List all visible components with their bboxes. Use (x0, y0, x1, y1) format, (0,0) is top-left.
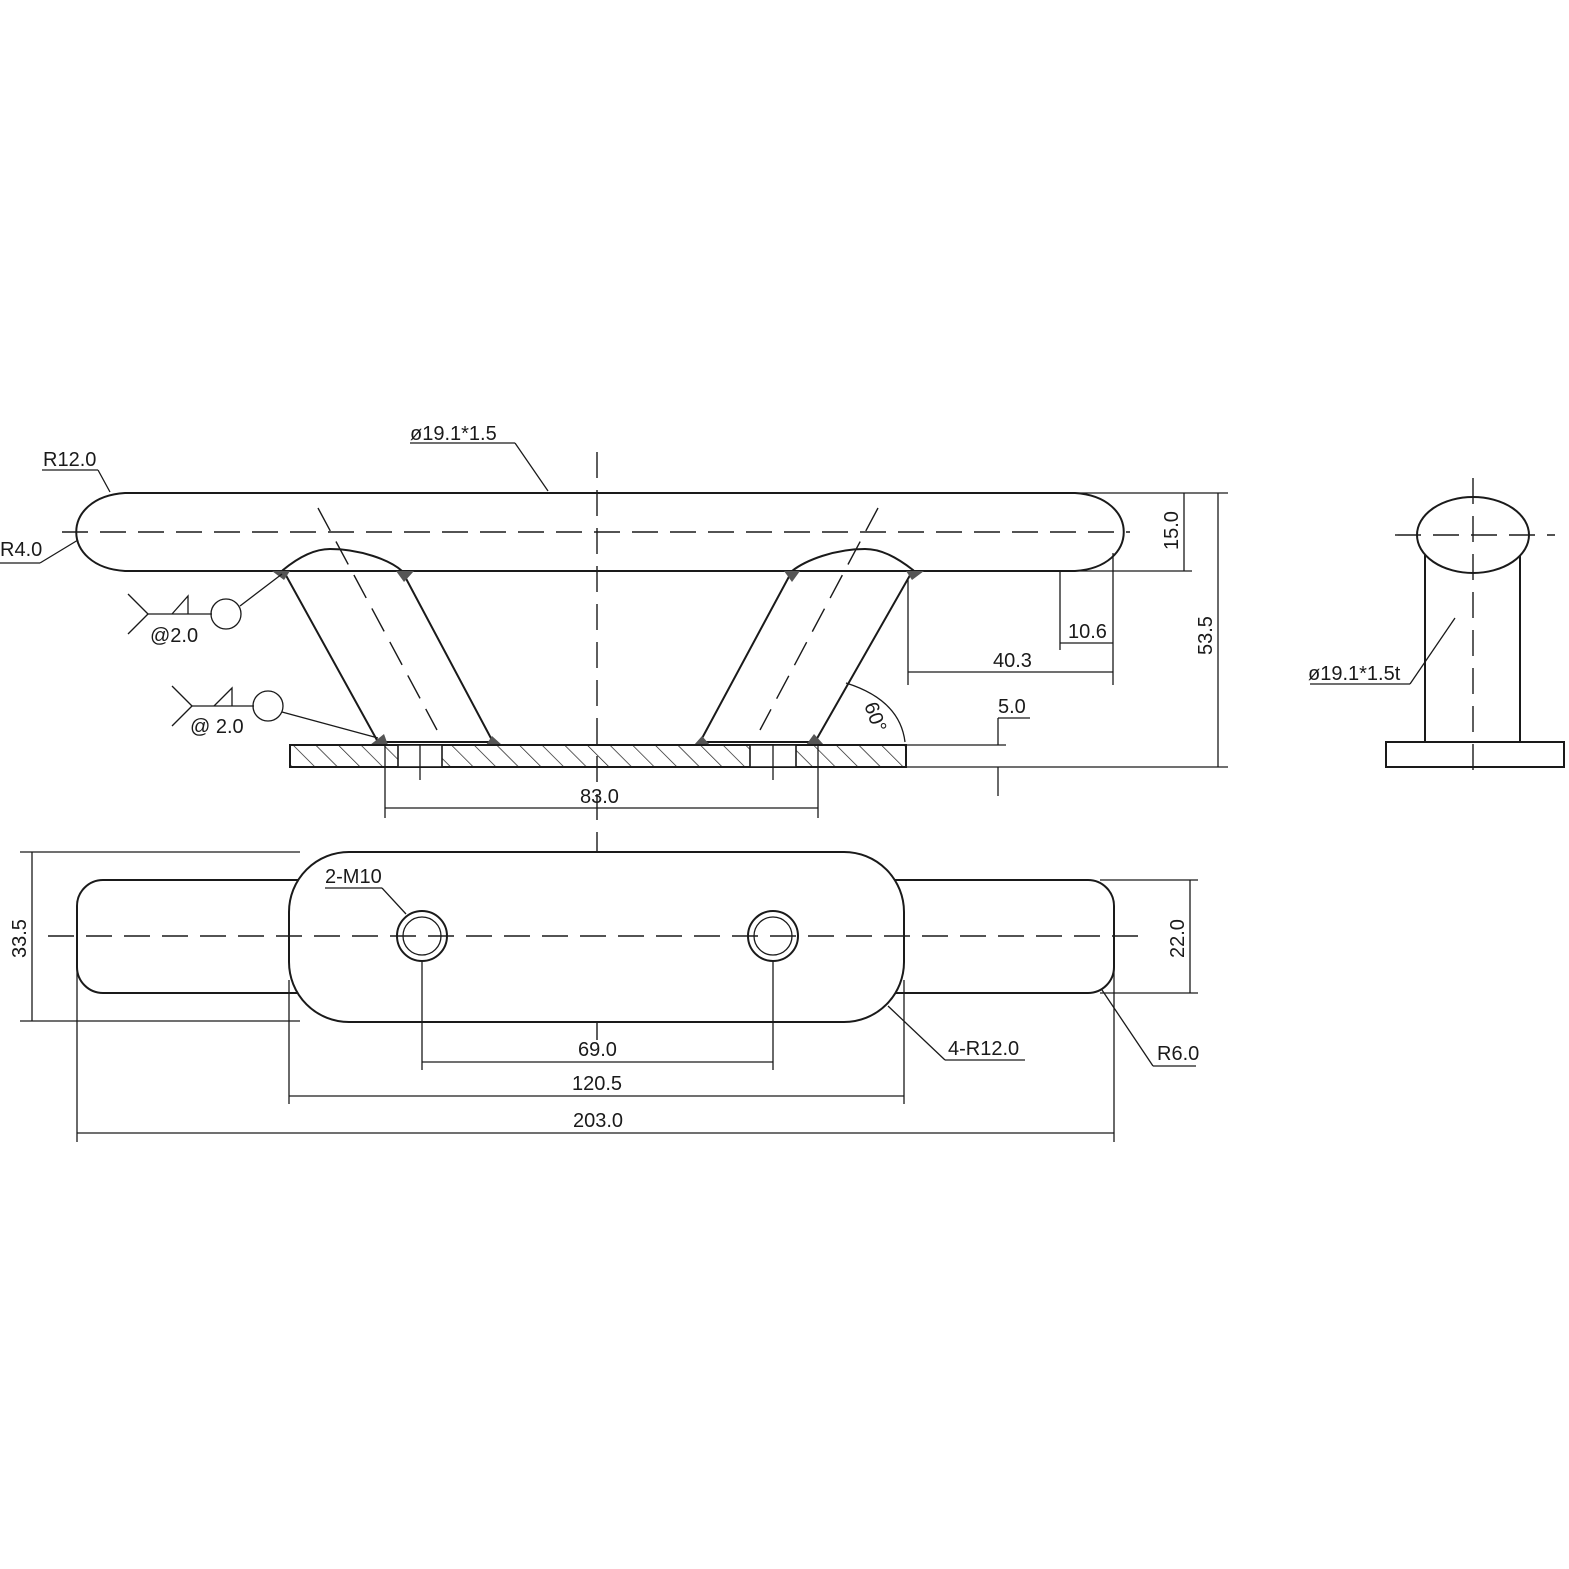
right-leg (698, 547, 915, 743)
base-plate-top (288, 851, 905, 1023)
label-dim-5: 5.0 (998, 696, 1026, 718)
base-plate-section (289, 744, 907, 768)
leader-corner-r (887, 1005, 946, 1061)
label-dim-83: 83.0 (580, 786, 619, 808)
label-corner-r: 4-R12.0 (948, 1038, 1019, 1060)
label-dim-22: 22.0 (1167, 919, 1189, 958)
label-dim-203: 203.0 (573, 1110, 623, 1132)
leader-tube-spec-arrow (514, 442, 549, 492)
weld-fillet-4 (906, 571, 924, 580)
side-view: ø19.1*1.5t (1308, 478, 1565, 782)
label-dim-53-5: 53.5 (1195, 616, 1217, 655)
front-view: ø19.1*1.5 R12.0 R4.0 @2.0 @ 2.0 (0, 423, 1228, 1040)
side-base-plate (1385, 741, 1565, 768)
label-dim-10-6: 10.6 (1068, 621, 1107, 643)
weld-fillet-8 (806, 734, 824, 745)
label-side-tube: ø19.1*1.5t (1308, 663, 1401, 685)
weld-symbol-upper: @2.0 (127, 573, 283, 647)
label-r12: R12.0 (43, 449, 96, 471)
leader-r6 (1101, 989, 1154, 1067)
weld-fillet-3 (784, 571, 800, 582)
weld-fillet-5 (370, 734, 388, 745)
left-leg (281, 547, 495, 743)
label-r6: R6.0 (1157, 1043, 1199, 1065)
angle-arc-60 (845, 682, 906, 743)
leader-r4-arrow (39, 539, 79, 564)
label-holes: 2-M10 (325, 866, 382, 888)
leader-holes-arrow (381, 887, 407, 915)
weld-fillet-7 (694, 736, 710, 745)
label-tube-spec: ø19.1*1.5 (410, 423, 497, 445)
top-view: 33.5 2-M10 22.0 69.0 120.5 203.0 4-R12.0… (9, 851, 1199, 1142)
leader-side-tube-arrow (1409, 617, 1456, 685)
right-leg-axis (759, 507, 879, 731)
label-dim-120-5: 120.5 (572, 1073, 622, 1095)
label-r4: R4.0 (0, 539, 42, 561)
leader-r12-arrow (97, 469, 111, 493)
label-dim-40-3: 40.3 (993, 650, 1032, 672)
label-weld-upper: @2.0 (150, 625, 198, 647)
weld-fillet-6 (486, 736, 502, 745)
weld-fillet-2 (396, 571, 414, 582)
label-dim-33-5: 33.5 (9, 919, 31, 958)
weld-symbol-lower: @ 2.0 (171, 685, 379, 739)
label-dim-15: 15.0 (1161, 511, 1183, 550)
left-leg-axis (317, 507, 438, 731)
label-weld-lower: @ 2.0 (190, 716, 244, 738)
label-dim-69: 69.0 (578, 1039, 617, 1061)
